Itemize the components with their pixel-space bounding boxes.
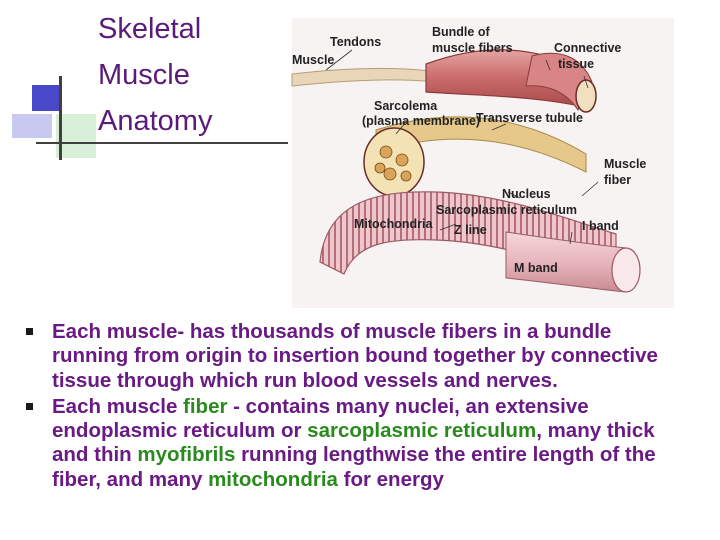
slide-title-line-1: Skeletal bbox=[98, 13, 202, 45]
label-sarcolema-line-2: (plasma membrane) bbox=[362, 114, 480, 128]
label-bundle-line-2: muscle fibers bbox=[432, 41, 513, 55]
slide-title-line-2: Muscle bbox=[98, 59, 190, 91]
bullet-2-segment-8: mitochondria bbox=[208, 467, 338, 491]
label-i-band: I band bbox=[582, 219, 619, 233]
bullet-marker-icon bbox=[26, 402, 33, 410]
bullet-list: Each muscle- has thousands of muscle fib… bbox=[24, 320, 684, 494]
label-muscle: Muscle bbox=[292, 53, 334, 67]
label-muscle-fiber-line-1: Muscle bbox=[604, 157, 646, 171]
bullet-2-segment-6: myofibrils bbox=[137, 443, 236, 467]
label-connective-line-2: tissue bbox=[558, 57, 594, 71]
muscle-anatomy-diagram: Tendons Muscle Bundle of muscle fibers C… bbox=[291, 18, 674, 308]
title-decoration-square-blue bbox=[32, 85, 60, 111]
label-mitochondria: Mitochondria bbox=[354, 217, 434, 231]
title-decoration-vertical-line bbox=[59, 76, 62, 160]
label-bundle-line-1: Bundle of bbox=[432, 25, 490, 39]
bullet-item-muscle-fiber: Each muscle fiber - contains many nuclei… bbox=[24, 395, 684, 492]
label-sarcoplasmic-reticulum: Sarcoplasmic reticulum bbox=[436, 203, 577, 217]
label-connective-line-1: Connective bbox=[554, 41, 621, 55]
connective-tissue-shape bbox=[375, 116, 587, 173]
bullet-2-segment-4: sarcoplasmic reticulum bbox=[307, 419, 537, 443]
myofibril-end bbox=[611, 247, 641, 293]
bullet-1-segment-2: - has thousands of muscle fibers in a bu… bbox=[52, 320, 658, 392]
bullet-2-segment-5: , many thick and thin bbox=[52, 419, 655, 467]
label-m-band: M band bbox=[514, 261, 558, 275]
bullet-2-segment-2: fiber bbox=[177, 394, 228, 418]
bullet-2-segment-1: Each muscle bbox=[52, 394, 178, 418]
label-transverse-tubule: Transverse tubule bbox=[476, 111, 583, 125]
slide-title: Skeletal Muscle Anatomy bbox=[98, 6, 212, 144]
label-nucleus: Nucleus bbox=[502, 187, 551, 201]
bullet-2-segment-7: running lengthwise the entire length of … bbox=[52, 443, 656, 491]
label-muscle-fiber-line-2: fiber bbox=[604, 173, 631, 187]
bullet-2-segment-3: - contains many nuclei, an extensive end… bbox=[52, 394, 589, 443]
title-decoration-horizontal-line bbox=[36, 142, 288, 144]
title-decoration-square-green bbox=[56, 114, 96, 158]
label-z-line: Z line bbox=[454, 223, 487, 237]
bullet-2-segment-9: for energy bbox=[337, 467, 444, 491]
bullet-item-muscle: Each muscle- has thousands of muscle fib… bbox=[24, 320, 684, 393]
slide-title-line-3: Anatomy bbox=[98, 105, 213, 137]
title-decoration-square-lavender bbox=[12, 114, 52, 138]
label-tendons: Tendons bbox=[330, 35, 381, 49]
muscle-fiber-shape bbox=[319, 191, 617, 283]
label-sarcolema-line-1: Sarcolema bbox=[374, 99, 438, 113]
bullet-marker-icon bbox=[26, 328, 33, 335]
bullet-1-segment-1: Each muscle bbox=[52, 320, 178, 343]
fiber-cross-section bbox=[363, 127, 425, 197]
fiber-bundle-end bbox=[575, 79, 597, 113]
